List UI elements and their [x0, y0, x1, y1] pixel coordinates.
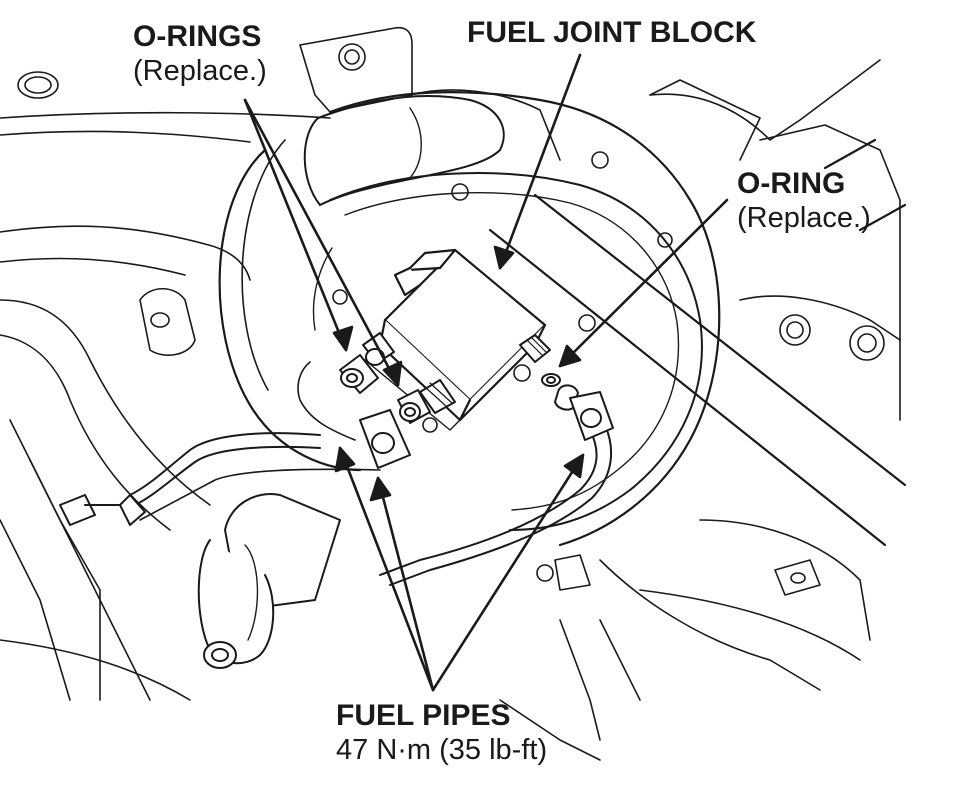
label-fuel-pipes-title: FUEL PIPES — [336, 699, 511, 732]
block-right-connector — [519, 334, 551, 363]
label-fuel-joint-block: FUEL JOINT BLOCK — [467, 16, 756, 51]
left-fittings — [339, 332, 456, 424]
fuel-pipes-drawing — [59, 361, 614, 586]
fuel-pump-flange — [218, 89, 721, 591]
label-o-rings-note: (Replace.) — [133, 54, 267, 87]
label-o-ring-note: (Replace.) — [737, 201, 871, 234]
body-panels — [0, 26, 901, 761]
label-o-rings: O-RINGS (Replace.) — [133, 20, 267, 88]
label-fuel-joint-block-title: FUEL JOINT BLOCK — [467, 16, 757, 49]
frame-bar — [488, 138, 907, 547]
pump-hose — [303, 95, 505, 206]
label-fuel-pipes-torque: 47 N·m (35 lb-ft) — [336, 733, 548, 766]
leader-lines — [243, 53, 729, 692]
label-o-ring: O-RING (Replace.) — [737, 167, 871, 235]
lower-cylinder — [197, 493, 341, 669]
label-o-ring-title: O-RING — [737, 167, 846, 200]
label-o-rings-title: O-RINGS — [133, 20, 262, 53]
label-fuel-pipes: FUEL PIPES 47 N·m (35 lb-ft) — [336, 699, 547, 767]
